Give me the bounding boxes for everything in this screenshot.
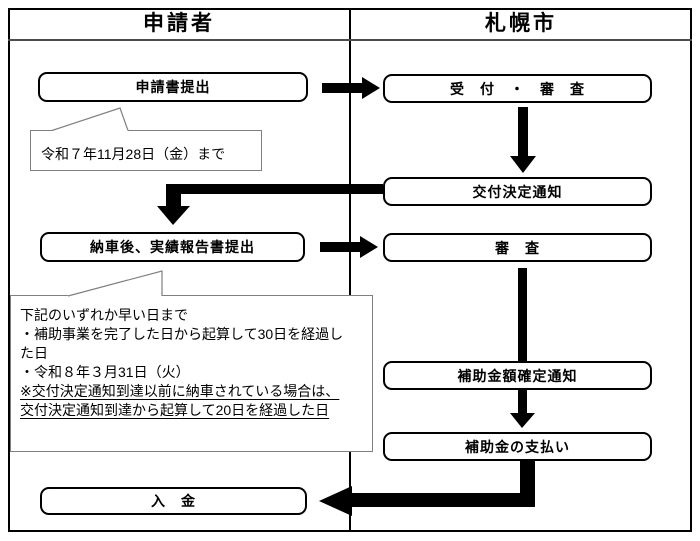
callout-report-line-6: 交付決定通知到達から起算して20日を経過した日 [20, 402, 330, 418]
callout-submit-deadline: 令和７年11月28日（金）まで [30, 130, 262, 171]
header-separator [8, 39, 692, 41]
node-review: 審 査 [383, 233, 652, 262]
node-report-after-delivery: 納車後、実績報告書提出 [40, 232, 305, 262]
node-deposit: 入 金 [40, 487, 307, 515]
callout-submit-deadline-text: 令和７年11月28日（金）まで [41, 146, 226, 162]
callout-report-line-3: た日 [20, 345, 48, 361]
header-city: 札幌市 [485, 12, 557, 35]
callout-report-line-5: ※交付決定通知到達以前に納車されている場合は、 [20, 383, 340, 399]
callout-report-deadline: 下記のいずれか早い日まで ・補助事業を完了した日から起算して30日を経過し た日… [10, 295, 373, 452]
callout-report-line-1: 下記のいずれか早い日まで [20, 307, 188, 323]
node-submit-application: 申請書提出 [38, 72, 308, 102]
node-grant-decision-notice: 交付決定通知 [383, 177, 652, 206]
header-applicant: 申請者 [143, 12, 215, 35]
callout-report-line-4: ・令和８年３月31日（火） [20, 364, 190, 380]
lane-divider [349, 8, 351, 532]
node-subsidy-payment: 補助金の支払い [383, 432, 652, 461]
callout-report-line-2: ・補助事業を完了した日から起算して30日を経過し [20, 326, 344, 342]
node-amount-determination-notice: 補助金額確定通知 [383, 361, 652, 390]
node-reception-review: 受 付 ・ 審 査 [383, 74, 652, 103]
